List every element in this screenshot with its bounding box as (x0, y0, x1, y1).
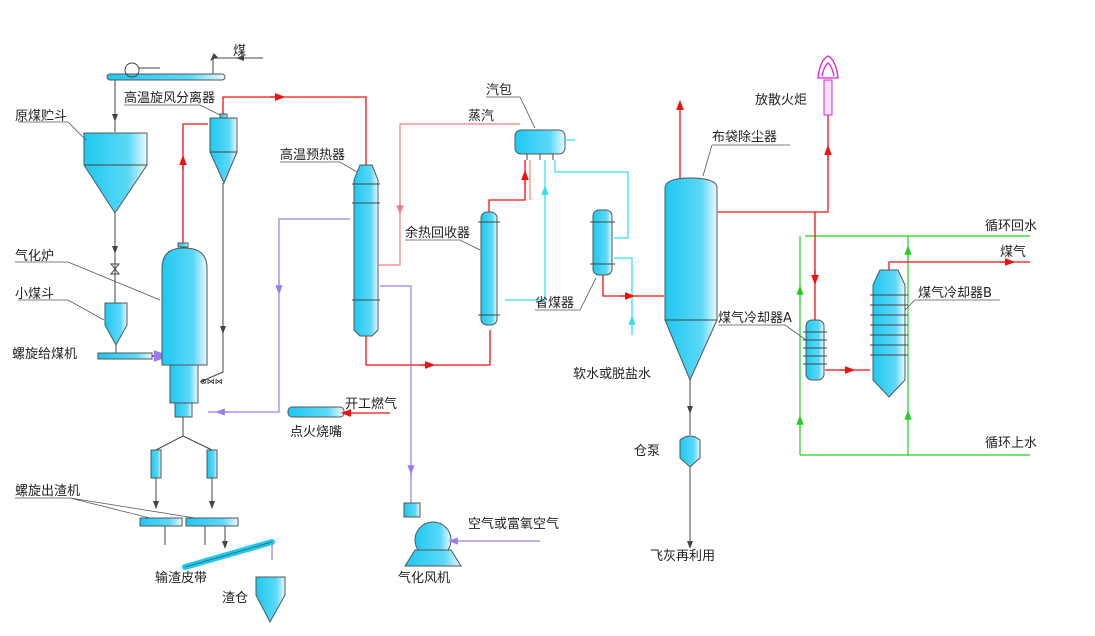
screw-feeder (97, 345, 170, 362)
coal-conveyor (106, 53, 263, 132)
air-label: 空气或富氧空气 (468, 516, 559, 532)
fly-ash-reuse-label: 飞灰再利用 (650, 549, 715, 564)
ash-pump-label: 仓泵 (634, 444, 660, 459)
gas-label: 煤气 (1000, 244, 1026, 260)
soft-water-label: 软水或脱盐水 (573, 367, 651, 382)
cyclone (124, 104, 238, 185)
steam-label: 蒸汽 (468, 109, 494, 124)
gasifier (15, 242, 208, 418)
economizer-label: 省煤器 (535, 296, 574, 311)
steam-drum (486, 96, 566, 160)
small-coal-hopper (18, 299, 128, 347)
slag-discharge (15, 417, 239, 545)
screw-slag-label: 螺旋出渣机 (15, 484, 80, 499)
small-hopper-label: 小煤斗 (15, 287, 54, 302)
ignition-burner-label: 点火烧嘴 (290, 425, 342, 440)
slag-bin-label: 渣仓 (222, 591, 248, 606)
ash-pump (679, 435, 701, 549)
bag-filter (664, 144, 790, 382)
slag-bin (255, 576, 286, 624)
screw-feeder-label: 螺旋给煤机 (12, 347, 77, 362)
raw-coal-hopper-label: 原煤贮斗 (15, 109, 67, 124)
startup-gas-label: 开工燃气 (345, 396, 397, 412)
waste-heat-recovery-label: 余热回收器 (405, 225, 470, 241)
circ-supply-water-label: 循环上水 (985, 436, 1037, 451)
bag-filter-label: 布袋除尘器 (712, 130, 777, 145)
gasification-blower (403, 502, 540, 567)
blower-label: 气化风机 (398, 570, 450, 586)
slag-belt (182, 539, 275, 570)
cooler-b-label: 煤气冷却器B (918, 285, 992, 301)
cyclone-label: 高温旋风分离器 (124, 90, 215, 106)
svg-text:⊗⋈⋈: ⊗⋈⋈ (200, 377, 223, 386)
raw-coal-hopper (18, 121, 148, 214)
flame-icon (817, 55, 839, 79)
gas-cooler-b (870, 269, 1000, 398)
valve-icon (109, 263, 121, 275)
flare-label: 放散火炬 (755, 93, 807, 108)
ignition-burner (287, 406, 390, 418)
flare-stack (817, 55, 839, 116)
steam-drum-label: 汽包 (486, 83, 512, 98)
preheater-label: 高温预热器 (280, 147, 345, 163)
gasifier-label: 气化炉 (15, 248, 54, 264)
high-temp-preheater (280, 161, 380, 337)
gas-cooler-a (718, 319, 827, 381)
cooler-a-label: 煤气冷却器A (718, 310, 792, 326)
circ-return-water-label: 循环回水 (985, 219, 1037, 234)
coal-label: 煤 (233, 44, 246, 59)
slag-belt-label: 输渣皮带 (155, 570, 207, 586)
